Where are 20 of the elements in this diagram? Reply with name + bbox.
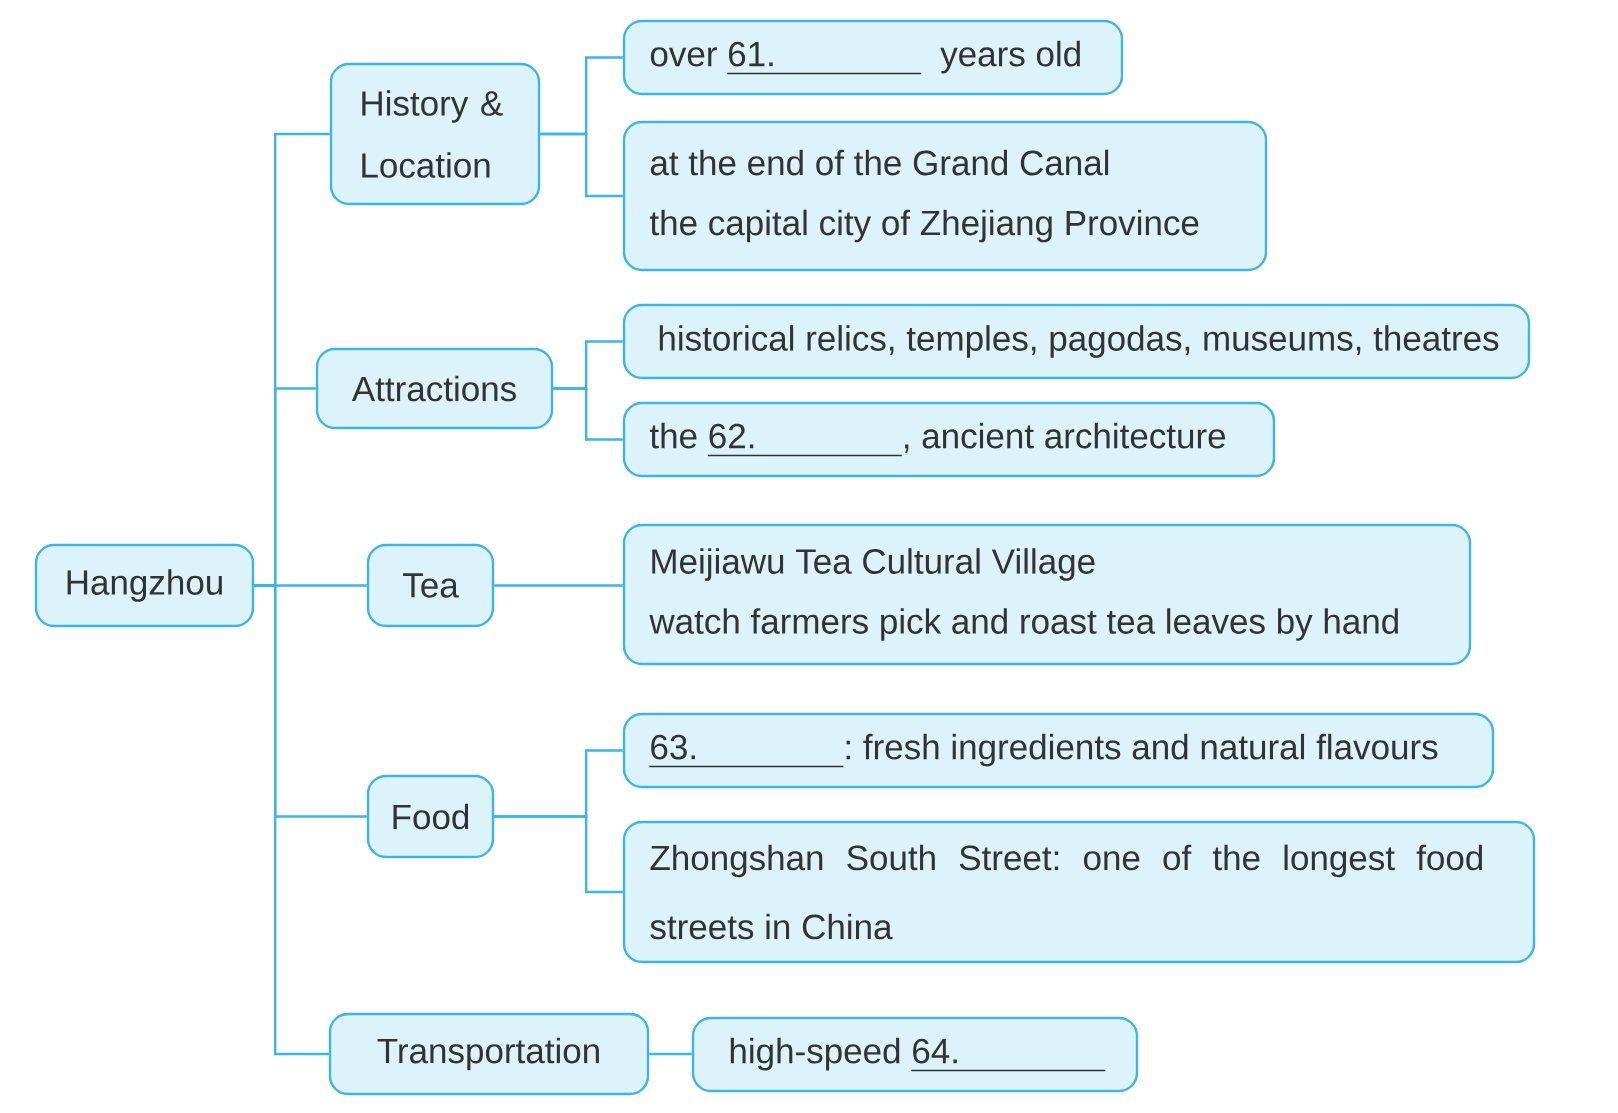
connector-line [649,1052,692,1056]
connector-line [494,584,623,587]
category-box: Transportation [328,1012,650,1096]
detail-box: 63. : fresh ingredients and natural flavours [622,712,1495,789]
detail-box: historical relics, temples, pagodas, museums, theatres [622,303,1531,380]
category-box: Attractions [315,347,554,430]
detail-box: Meijiawu Tea Cultural Village watch farmers pick and roast tea leaves by hand [622,523,1472,666]
detail-box: at the end of the Grand Canal the capital city of Zhejiang Province [622,120,1268,272]
detail-box: over 61. years old [622,19,1124,96]
detail-box: the 62. , ancient architecture [622,401,1276,478]
connector-line [254,584,329,1056]
category-box: History & Location [329,62,541,206]
category-box: Food [366,774,495,859]
detail-box: Zhongshan South Street: one of the longest food streets in China [622,820,1536,964]
connector-line [494,815,623,894]
topic-box: Hangzhou [34,543,255,628]
category-box: Tea [366,543,495,628]
detail-box: high-speed 64. [691,1016,1139,1093]
connector-line [540,132,623,198]
connector-line [553,387,623,441]
